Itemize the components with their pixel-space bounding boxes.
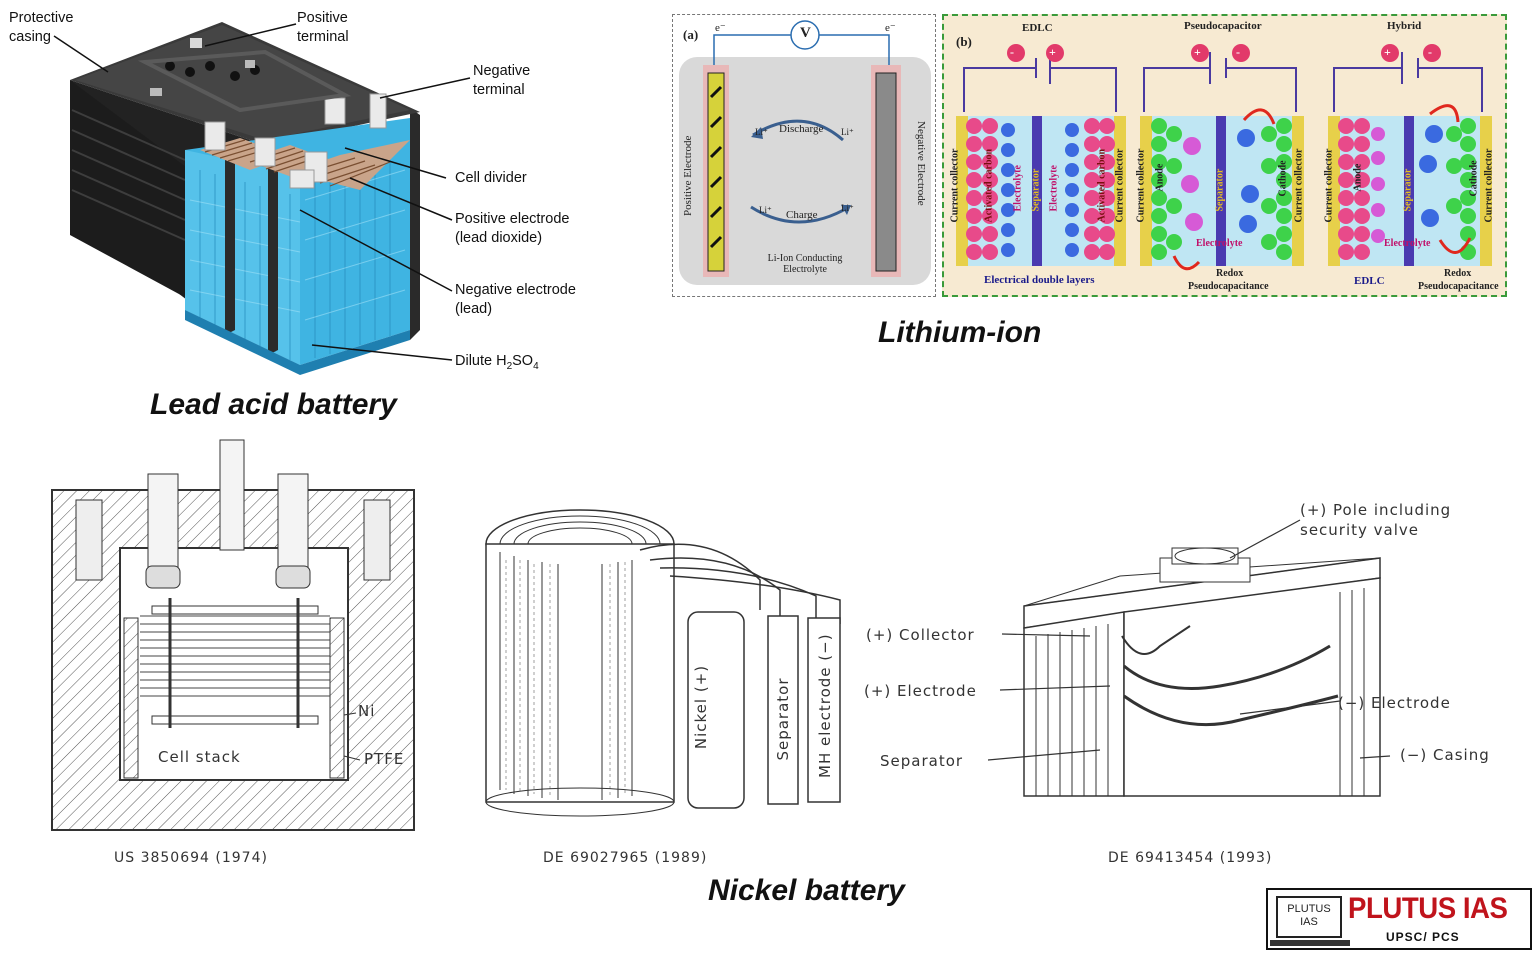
edlc-activated-carbon-left: Activated carbon	[983, 148, 995, 223]
edlc-current-collector-left: Current collector	[949, 148, 961, 223]
label-separator-fig2: Separator	[774, 677, 792, 761]
prismatic-nimh-cell	[987, 519, 1391, 797]
label-protective-casing: Protective casing	[9, 10, 74, 45]
supercapacitor-illustration	[956, 44, 1492, 271]
lead-acid-illustration	[53, 22, 471, 375]
patent-de-69027965: DE 69027965 (1989)	[543, 850, 708, 866]
nickel-fig-1: Ni PTFE Cell stack	[40, 438, 440, 838]
label-electrode-positive: (+) Electrode	[864, 682, 977, 700]
charge-label: Charge	[786, 209, 818, 221]
edlc-current-collector-right: Current collector	[1114, 148, 1126, 223]
positive-electrode-label: Positive Electrode	[682, 135, 694, 216]
nickel-cell-cross-section	[51, 439, 415, 831]
label-positive-terminal: Positive terminal	[297, 10, 349, 45]
label-separator-fig3: Separator	[880, 752, 964, 770]
label-ni: Ni	[358, 702, 376, 720]
label-nickel-plus: Nickel (+)	[692, 664, 710, 750]
electron-right: e⁻	[885, 22, 896, 34]
label-cell-stack: Cell stack	[158, 748, 241, 766]
label-electrode-negative: (−) Electrode	[1338, 694, 1451, 712]
patent-de-69413454: DE 69413454 (1993)	[1108, 850, 1273, 866]
pseudo-plus: +	[1194, 45, 1201, 59]
edlc-minus: -	[1010, 45, 1014, 59]
nickel-fig-3: (+) Pole including security valve (+) Co…	[860, 496, 1530, 816]
logo-laptop-base	[1270, 940, 1350, 946]
pseudo-current-collector-left: Current collector	[1135, 148, 1147, 223]
pseudo-pseudocapacitance: Pseudocapacitance	[1188, 281, 1269, 292]
electrolyte-label: Li-Ion Conducting Electrolyte	[767, 253, 843, 275]
hybrid-cathode: Cathode	[1468, 160, 1480, 197]
supercapacitor-panel-b: (b) EDLC Pseudocapacitor Hybrid - + + - …	[942, 14, 1507, 297]
li-ion-cell-illustration	[679, 20, 931, 285]
pseudo-anode: Anode	[1154, 163, 1166, 192]
edlc-electrolyte-right: Electrolyte	[1048, 165, 1060, 212]
pseudocapacitor-cell	[1140, 44, 1304, 271]
li-ion-right-top: Li⁺	[841, 127, 854, 137]
negative-electrode-label: Negative Electrode	[915, 121, 927, 206]
edlc-title: EDLC	[1022, 22, 1053, 34]
label-mh-electrode: MH electrode (−)	[816, 633, 834, 778]
caption-lead-acid: Lead acid battery	[150, 388, 397, 421]
label-negative-terminal: Negative terminal	[473, 63, 531, 98]
edlc-electrolyte-left: Electrolyte	[1012, 165, 1024, 212]
hybrid-minus: -	[1428, 45, 1432, 59]
edlc-separator: Separator	[1030, 168, 1042, 212]
li-ion-left-bottom: Li⁺	[759, 205, 772, 215]
label-dilute-h2so4: Dilute H2SO4	[455, 353, 539, 372]
caption-lithium-ion: Lithium-ion	[878, 316, 1042, 349]
label-casing: (−) Casing	[1400, 746, 1490, 764]
voltmeter-label: V	[800, 25, 811, 41]
hybrid-anode: Anode	[1352, 163, 1364, 192]
discharge-label: Discharge	[779, 123, 824, 135]
hybrid-pseudocapacitance: Pseudocapacitance	[1418, 281, 1499, 292]
li-ion-left-top: Li⁺	[755, 127, 768, 137]
hybrid-current-collector-right: Current collector	[1483, 148, 1495, 223]
li-ion-panel-a: (a) V e⁻ e⁻ Positive Electrode Negative …	[672, 14, 936, 297]
panel-b-tag: (b)	[956, 34, 972, 49]
nickel-fig-2: Nickel (+) Separator MH electrode (−)	[470, 490, 850, 830]
edlc-plus: +	[1049, 45, 1056, 59]
cylindrical-nimh-cell	[485, 509, 841, 817]
patent-us-3850694: US 3850694 (1974)	[114, 850, 268, 866]
edlc-cell	[956, 44, 1126, 266]
hybrid-plus: +	[1384, 45, 1391, 59]
double-layers-label: Electrical double layers	[984, 274, 1095, 286]
pseudo-minus: -	[1236, 45, 1240, 59]
hybrid-cell	[1328, 44, 1492, 266]
hybrid-title: Hybrid	[1387, 20, 1422, 32]
pseudo-current-collector-right: Current collector	[1293, 148, 1305, 223]
hybrid-current-collector-left: Current collector	[1323, 148, 1335, 223]
label-pole-security-valve: (+) Pole including security valve	[1300, 501, 1452, 539]
edlc-activated-carbon-right: Activated carbon	[1096, 148, 1108, 223]
logo-monitor-icon: PLUTUS IAS	[1276, 896, 1342, 938]
lead-acid-diagram: Protective casing Positive terminal Nega…	[0, 0, 600, 430]
hybrid-electrolyte: Electrolyte	[1384, 238, 1431, 249]
label-collector: (+) Collector	[866, 626, 975, 644]
pseudo-separator: Separator	[1214, 168, 1226, 212]
pseudo-cathode: Cathode	[1277, 160, 1289, 197]
logo-brand: PLUTUS IAS	[1348, 892, 1508, 925]
label-positive-electrode: Positive electrode (lead dioxide)	[455, 211, 570, 246]
plutus-ias-logo: PLUTUS IAS PLUTUS IAS UPSC/ PCS	[1266, 888, 1532, 950]
label-ptfe: PTFE	[364, 750, 405, 768]
hybrid-separator: Separator	[1402, 168, 1414, 212]
label-negative-electrode: Negative electrode (lead)	[455, 282, 576, 317]
caption-nickel: Nickel battery	[708, 874, 905, 907]
pseudocapacitor-title: Pseudocapacitor	[1184, 20, 1262, 32]
pseudo-electrolyte: Electrolyte	[1196, 238, 1243, 249]
electron-left: e⁻	[715, 22, 726, 34]
logo-tagline: UPSC/ PCS	[1386, 930, 1460, 944]
panel-a-tag: (a)	[683, 27, 699, 42]
label-cell-divider: Cell divider	[455, 170, 527, 186]
pseudo-redox: Redox	[1216, 268, 1244, 279]
li-ion-right-bottom: Li⁺	[841, 203, 854, 213]
hybrid-edlc-label: EDLC	[1354, 275, 1385, 287]
hybrid-redox: Redox	[1444, 268, 1472, 279]
